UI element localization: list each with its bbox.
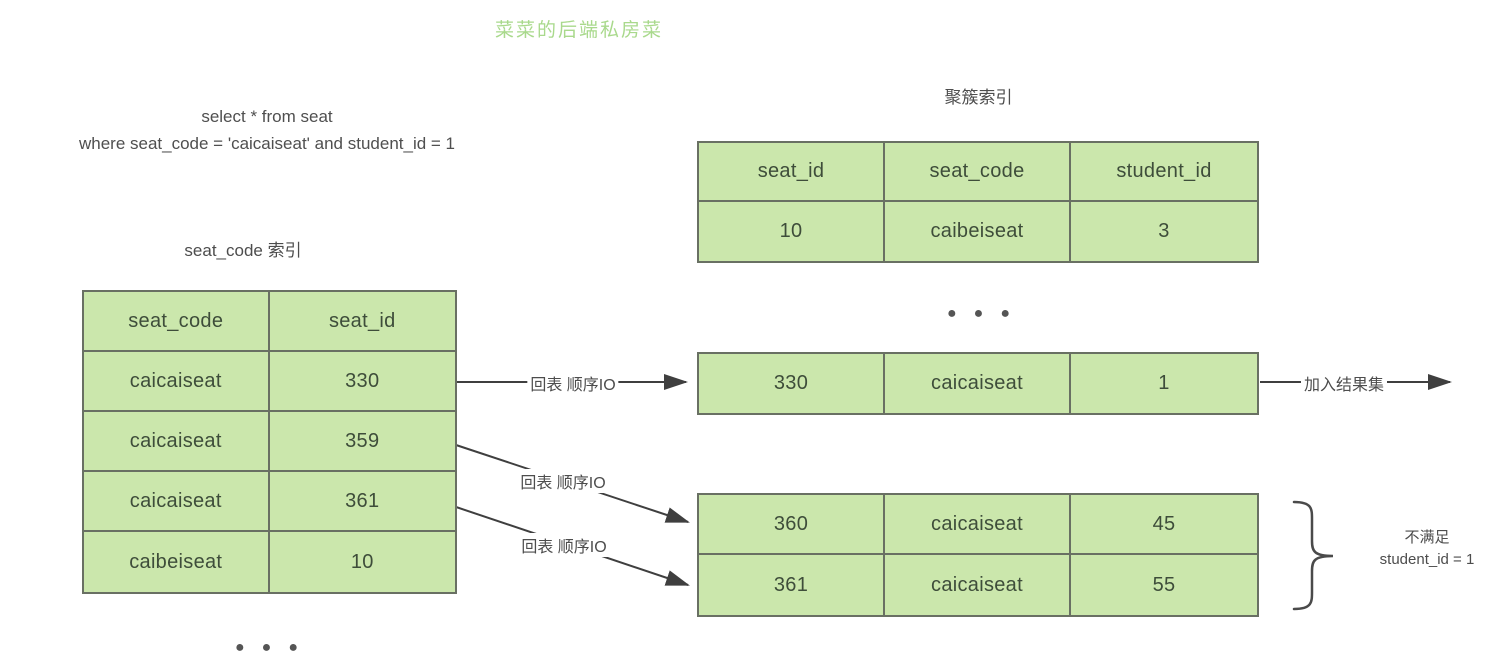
ellipsis-middle: ●●●: [947, 305, 1027, 322]
table-cell: 3: [1071, 202, 1257, 261]
header-cell: student_id: [1071, 143, 1257, 202]
table-cell: 360: [699, 495, 885, 555]
header-cell: seat_id: [699, 143, 885, 202]
table-cell: 55: [1071, 555, 1257, 615]
watermark: 菜菜的后端私房菜: [495, 20, 664, 41]
not-satisfied-line-2: student_id = 1: [1379, 551, 1475, 568]
unmatched-rows-table: 360 caicaiseat 45 361 caicaiseat 55: [697, 493, 1259, 617]
seat-code-index-table: seat_code seat_id caicaiseat 330 caicais…: [82, 290, 457, 594]
table-cell: 10: [699, 202, 885, 261]
table-cell: caicaiseat: [84, 412, 270, 472]
seat-code-index-title: seat_code 索引: [184, 241, 302, 260]
sql-line-1: select * from seat: [201, 107, 333, 126]
header-cell: seat_id: [269, 292, 455, 352]
matched-row-table: 330 caicaiseat 1: [697, 352, 1259, 415]
table-cell: 1: [1071, 354, 1257, 413]
curly-brace: [1292, 500, 1334, 611]
back-to-table-label-1: 回表 顺序IO: [527, 371, 619, 395]
header-cell: seat_code: [84, 292, 270, 352]
not-satisfied-note: 不满足 student_id = 1: [1352, 527, 1502, 571]
sql-query: select * from seat where seat_code = 'ca…: [17, 103, 517, 157]
table-cell: caicaiseat: [885, 555, 1071, 615]
table-cell: 330: [269, 352, 455, 412]
table-cell: caibeiseat: [885, 202, 1071, 261]
clustered-index-table: seat_id seat_code student_id 10 caibeise…: [697, 141, 1259, 263]
table-cell: 361: [269, 472, 455, 532]
back-to-table-label-3: 回表 顺序IO: [518, 533, 610, 557]
add-to-result-label: 加入结果集: [1300, 371, 1388, 395]
sql-line-2: where seat_code = 'caicaiseat' and stude…: [78, 134, 456, 153]
back-to-table-label-2: 回表 顺序IO: [517, 469, 609, 493]
header-cell: seat_code: [885, 143, 1071, 202]
table-cell: 10: [269, 532, 455, 592]
clustered-index-title: 聚簇索引: [944, 88, 1013, 107]
table-cell: 361: [699, 555, 885, 615]
table-cell: caicaiseat: [84, 472, 270, 532]
ellipsis-left: ●●●: [235, 639, 315, 656]
table-cell: caicaiseat: [885, 495, 1071, 555]
table-cell: caicaiseat: [84, 352, 270, 412]
table-cell: caibeiseat: [84, 532, 270, 592]
table-cell: 359: [269, 412, 455, 472]
table-cell: caicaiseat: [885, 354, 1071, 413]
table-cell: 45: [1071, 495, 1257, 555]
not-satisfied-line-1: 不满足: [1404, 529, 1450, 546]
table-cell: 330: [699, 354, 885, 413]
